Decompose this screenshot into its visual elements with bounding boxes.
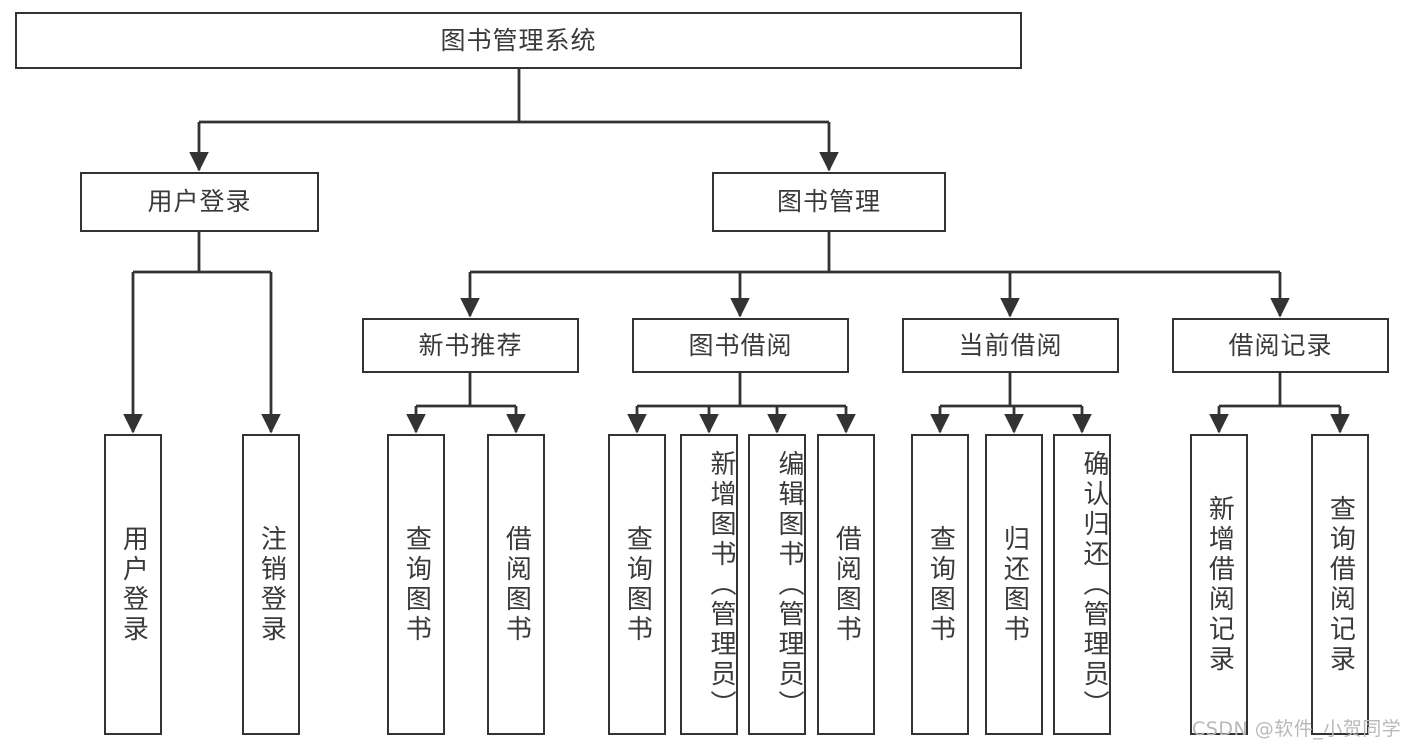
node-leaf-add-book[interactable]: 新增图书（管理员） <box>680 434 738 735</box>
node-user-login[interactable]: 用户登录 <box>80 172 319 232</box>
node-leaf-query-book-borrow[interactable]: 查询图书 <box>608 434 666 735</box>
node-current-borrow[interactable]: 当前借阅 <box>902 318 1119 373</box>
node-book-borrow[interactable]: 图书借阅 <box>632 318 849 373</box>
node-book-management[interactable]: 图书管理 <box>712 172 946 232</box>
node-leaf-user-login[interactable]: 用户登录 <box>104 434 162 735</box>
node-leaf-add-borrow-record[interactable]: 新增借阅记录 <box>1190 434 1248 735</box>
node-leaf-query-book-current[interactable]: 查询图书 <box>911 434 969 735</box>
node-leaf-edit-book[interactable]: 编辑图书（管理员） <box>748 434 806 735</box>
node-leaf-logout[interactable]: 注销登录 <box>242 434 300 735</box>
node-borrow-record[interactable]: 借阅记录 <box>1172 318 1389 373</box>
node-leaf-query-borrow-record[interactable]: 查询借阅记录 <box>1311 434 1369 735</box>
node-new-book-recommend[interactable]: 新书推荐 <box>362 318 579 373</box>
node-leaf-borrow-book[interactable]: 借阅图书 <box>817 434 875 735</box>
node-leaf-confirm-return[interactable]: 确认归还（管理员） <box>1053 434 1111 735</box>
node-leaf-query-book-recommend[interactable]: 查询图书 <box>387 434 445 735</box>
watermark: CSDN @软件_小贺同学 <box>1192 718 1402 740</box>
node-root[interactable]: 图书管理系统 <box>15 12 1022 69</box>
node-leaf-borrow-book-recommend[interactable]: 借阅图书 <box>487 434 545 735</box>
node-leaf-return-book[interactable]: 归还图书 <box>985 434 1043 735</box>
